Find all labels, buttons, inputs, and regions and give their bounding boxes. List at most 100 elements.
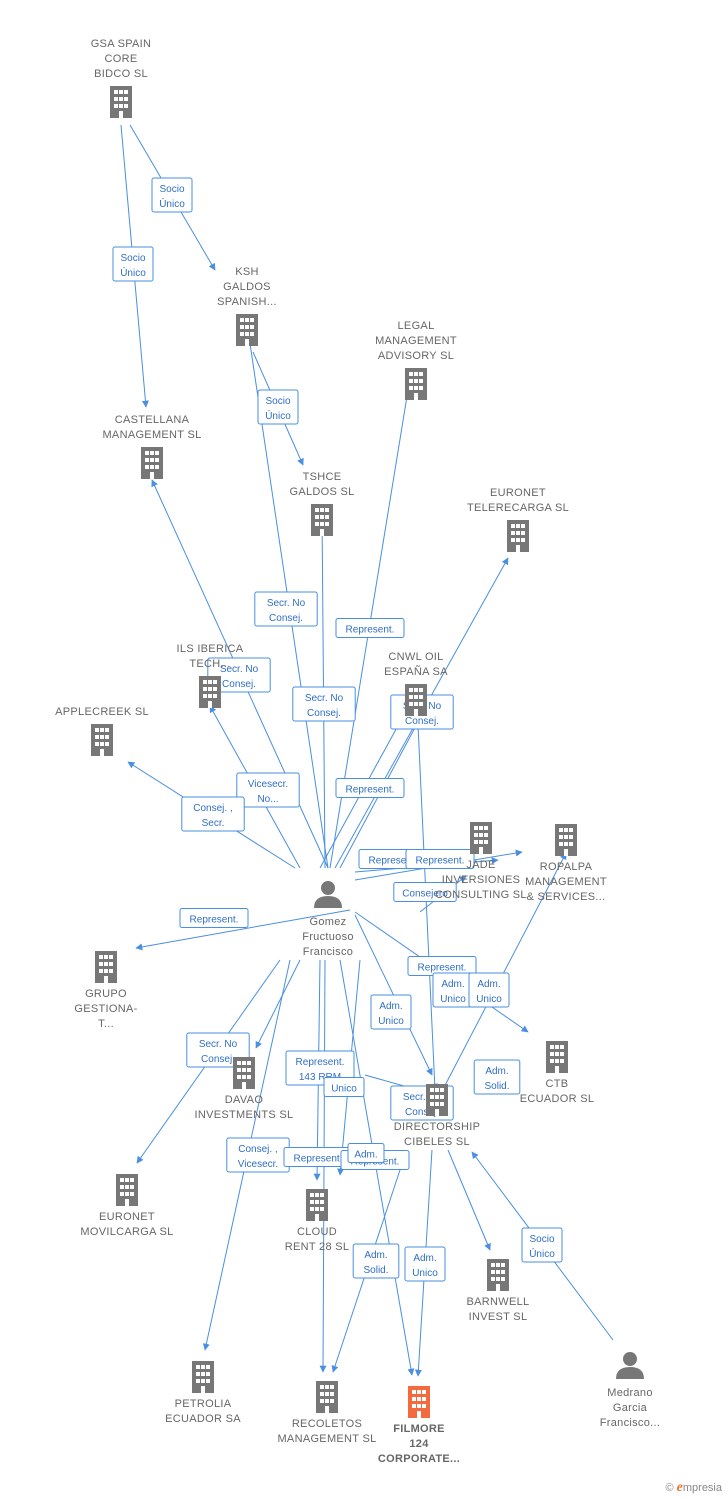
- edge-label[interactable]: Adm.Unico: [432, 972, 474, 1008]
- edge-label[interactable]: Adm.Solid.: [473, 1059, 521, 1095]
- building-icon: [311, 504, 333, 536]
- node-applecreek[interactable]: APPLECREEK SL: [55, 706, 149, 756]
- node-grupo[interactable]: GRUPOGESTIONA-T...: [74, 951, 137, 1030]
- edge-label-text: Consej. ,: [238, 1144, 277, 1155]
- edge-label[interactable]: Represent.143 RRM: [285, 1050, 355, 1086]
- edge-label[interactable]: Consej. , Vicesecr.: [226, 1137, 290, 1173]
- edge-label-box: [236, 772, 300, 808]
- edge-label-text: Consej.: [269, 613, 303, 624]
- node-label: CTB: [546, 1078, 569, 1090]
- edge-line: [447, 1149, 491, 1251]
- edge-label[interactable]: Unico: [323, 1077, 365, 1097]
- person-icon: [314, 881, 342, 908]
- edge-label-text: Secr. No: [267, 598, 306, 609]
- node-medrano[interactable]: MedranoGarciaFrancisco...: [600, 1352, 660, 1429]
- building-icon: [306, 1189, 328, 1221]
- edge-label-box: [393, 882, 457, 902]
- edge-label[interactable]: Adm.Unico: [370, 994, 412, 1030]
- node-filmore[interactable]: FILMORE124CORPORATE...: [378, 1386, 460, 1465]
- node-label: RENT 28 SL: [285, 1241, 350, 1253]
- node-label: MANAGEMENT SL: [102, 429, 201, 441]
- edge-label[interactable]: Adm.Unico: [404, 1246, 446, 1282]
- node-label: EURONET: [99, 1211, 155, 1223]
- edge-label[interactable]: Adm.: [347, 1143, 385, 1163]
- edge-label-text: Consejero: [402, 889, 448, 900]
- node-ksh[interactable]: KSHGALDOSSPANISH...: [217, 266, 277, 346]
- edge-label-box: [323, 1077, 365, 1097]
- edge-label-box: [404, 1246, 446, 1282]
- node-label: GALDOS: [223, 281, 271, 293]
- edge-label[interactable]: Represent.: [179, 908, 249, 928]
- edge-label-text: Consej.: [201, 1054, 235, 1065]
- edge-label-text: Vicesecr.: [238, 1159, 278, 1170]
- edge-label-text: Socio: [120, 253, 145, 264]
- node-label: MANAGEMENT SL: [277, 1433, 376, 1445]
- edge-label[interactable]: Adm.Unico: [468, 972, 510, 1008]
- building-icon: [426, 1084, 448, 1116]
- node-label: ROPALPA: [540, 861, 593, 873]
- edge-label-text: Secr. No: [199, 1039, 238, 1050]
- building-icon: [192, 1361, 214, 1393]
- node-label: CLOUD: [297, 1226, 337, 1238]
- edge-label-text: Adm.: [364, 1250, 387, 1261]
- node-cloud[interactable]: CLOUD RENT 28 SL: [285, 1189, 350, 1253]
- edge-label-text: Represent.: [416, 856, 465, 867]
- node-label: TECH...: [189, 658, 230, 670]
- brand-name: mpresia: [682, 1482, 722, 1494]
- edge-label-text: Solid.: [363, 1265, 388, 1276]
- edge-label[interactable]: Consejero: [393, 882, 457, 902]
- edge-label[interactable]: Secr. No Consej.: [254, 591, 318, 627]
- building-icon: [141, 447, 163, 479]
- edge-label-text: Socio: [529, 1234, 554, 1245]
- edge-label-text: Socio: [159, 184, 184, 195]
- edge-label-text: Único: [120, 266, 146, 279]
- node-label: MANAGEMENT: [525, 876, 607, 888]
- edge-label[interactable]: Represent.: [335, 618, 405, 638]
- node-ils[interactable]: ILS IBERICATECH...: [177, 643, 244, 708]
- edge-label[interactable]: Consej. ,Secr.: [181, 796, 245, 832]
- edge-label[interactable]: Represent.: [405, 849, 475, 869]
- edge-label-text: Adm.: [485, 1066, 508, 1077]
- node-label: ADVISORY SL: [378, 350, 454, 362]
- building-icon: [199, 676, 221, 708]
- edge-label[interactable]: Adm. Solid.: [352, 1243, 400, 1279]
- node-label: BIDCO SL: [94, 68, 148, 80]
- brand-initial: e: [676, 1480, 683, 1495]
- edge-label[interactable]: Represent.: [407, 956, 477, 976]
- node-label: TELERECARGA SL: [467, 502, 569, 514]
- building-icon: [91, 724, 113, 756]
- edge-label-text: Secr. No: [305, 693, 344, 704]
- building-icon: [95, 951, 117, 983]
- edge-label[interactable]: Represent.: [335, 778, 405, 798]
- node-label: MOVILCARGA SL: [80, 1226, 173, 1238]
- node-label: INVERSIONES: [442, 874, 521, 886]
- edge-label-text: No...: [257, 794, 278, 805]
- node-euronet-movil[interactable]: EURONET MOVILCARGA SL: [80, 1174, 173, 1238]
- edge-label[interactable]: Vicesecr.No...: [236, 772, 300, 808]
- edge-label-text: Adm.: [477, 979, 500, 990]
- edge-label-box: [473, 1059, 521, 1095]
